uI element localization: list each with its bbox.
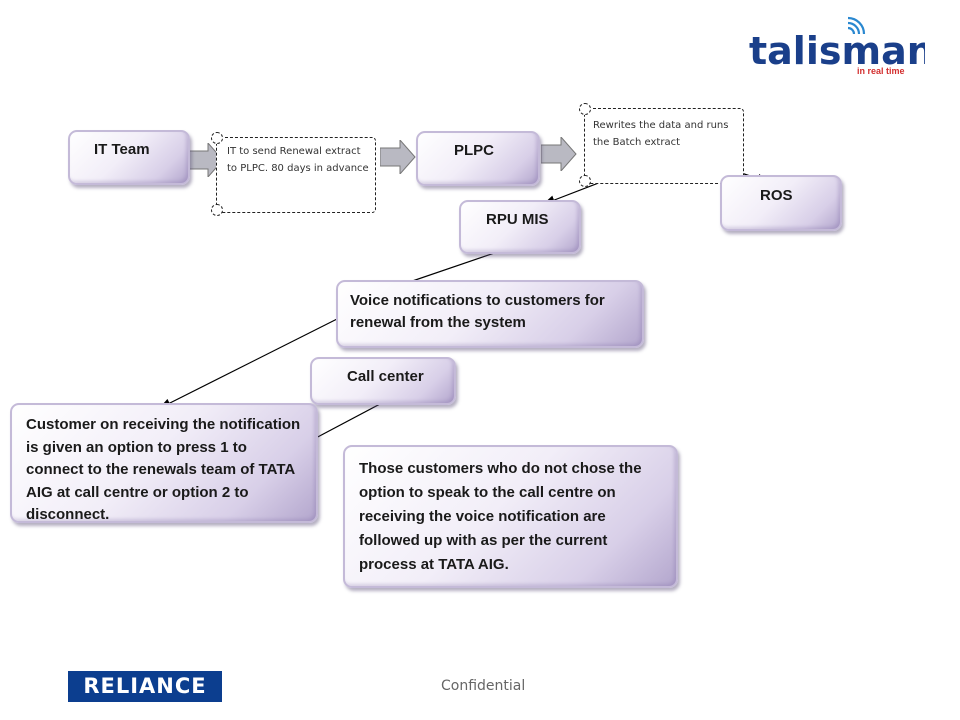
reliance-logo: RELIANCE [68, 671, 222, 702]
node-customer-label: Customer on receiving the notification i… [26, 416, 301, 523]
node-rpu-mis: RPU MIS [459, 200, 581, 254]
block-arrow-icon [541, 137, 577, 171]
node-voice-label: Voice notifications to customers for ren… [350, 292, 605, 331]
note-rewrites-text: Rewrites the data and runs the Batch ext… [593, 120, 729, 148]
node-plpc: PLPC [416, 131, 540, 186]
talisman-logo: talisman in real time [749, 16, 925, 76]
confidential-label: Confidential [441, 678, 526, 694]
block-arrow-icon [380, 140, 416, 174]
note-it-send: IT to send Renewal extract to PLPC. 80 d… [211, 132, 376, 216]
node-plpc-label: PLPC [454, 142, 495, 159]
node-it-team-label: IT Team [94, 141, 150, 158]
node-those-customers-label: Those customers who do not chose the opt… [359, 460, 642, 573]
block-arrow-icon [188, 143, 224, 177]
node-ros: ROS [720, 175, 842, 231]
note-rewrites: Rewrites the data and runs the Batch ext… [579, 103, 744, 187]
signal-icon [847, 16, 866, 35]
node-customer-option: Customer on receiving the notification i… [10, 403, 318, 523]
node-voice-notifications: Voice notifications to customers for ren… [336, 280, 644, 348]
node-call-center: Call center [310, 357, 456, 405]
node-call-center-label: Call center [347, 368, 424, 385]
logo-wordmark: talisman [749, 29, 925, 73]
node-those-customers: Those customers who do not chose the opt… [343, 445, 678, 588]
node-rpu-mis-label: RPU MIS [486, 211, 549, 228]
note-it-send-text: IT to send Renewal extract to PLPC. 80 d… [227, 146, 369, 174]
node-ros-label: ROS [760, 187, 793, 204]
arrow-voice-to-customer [158, 315, 344, 409]
logo-tagline: in real time [857, 66, 905, 76]
node-it-team: IT Team [68, 130, 190, 185]
